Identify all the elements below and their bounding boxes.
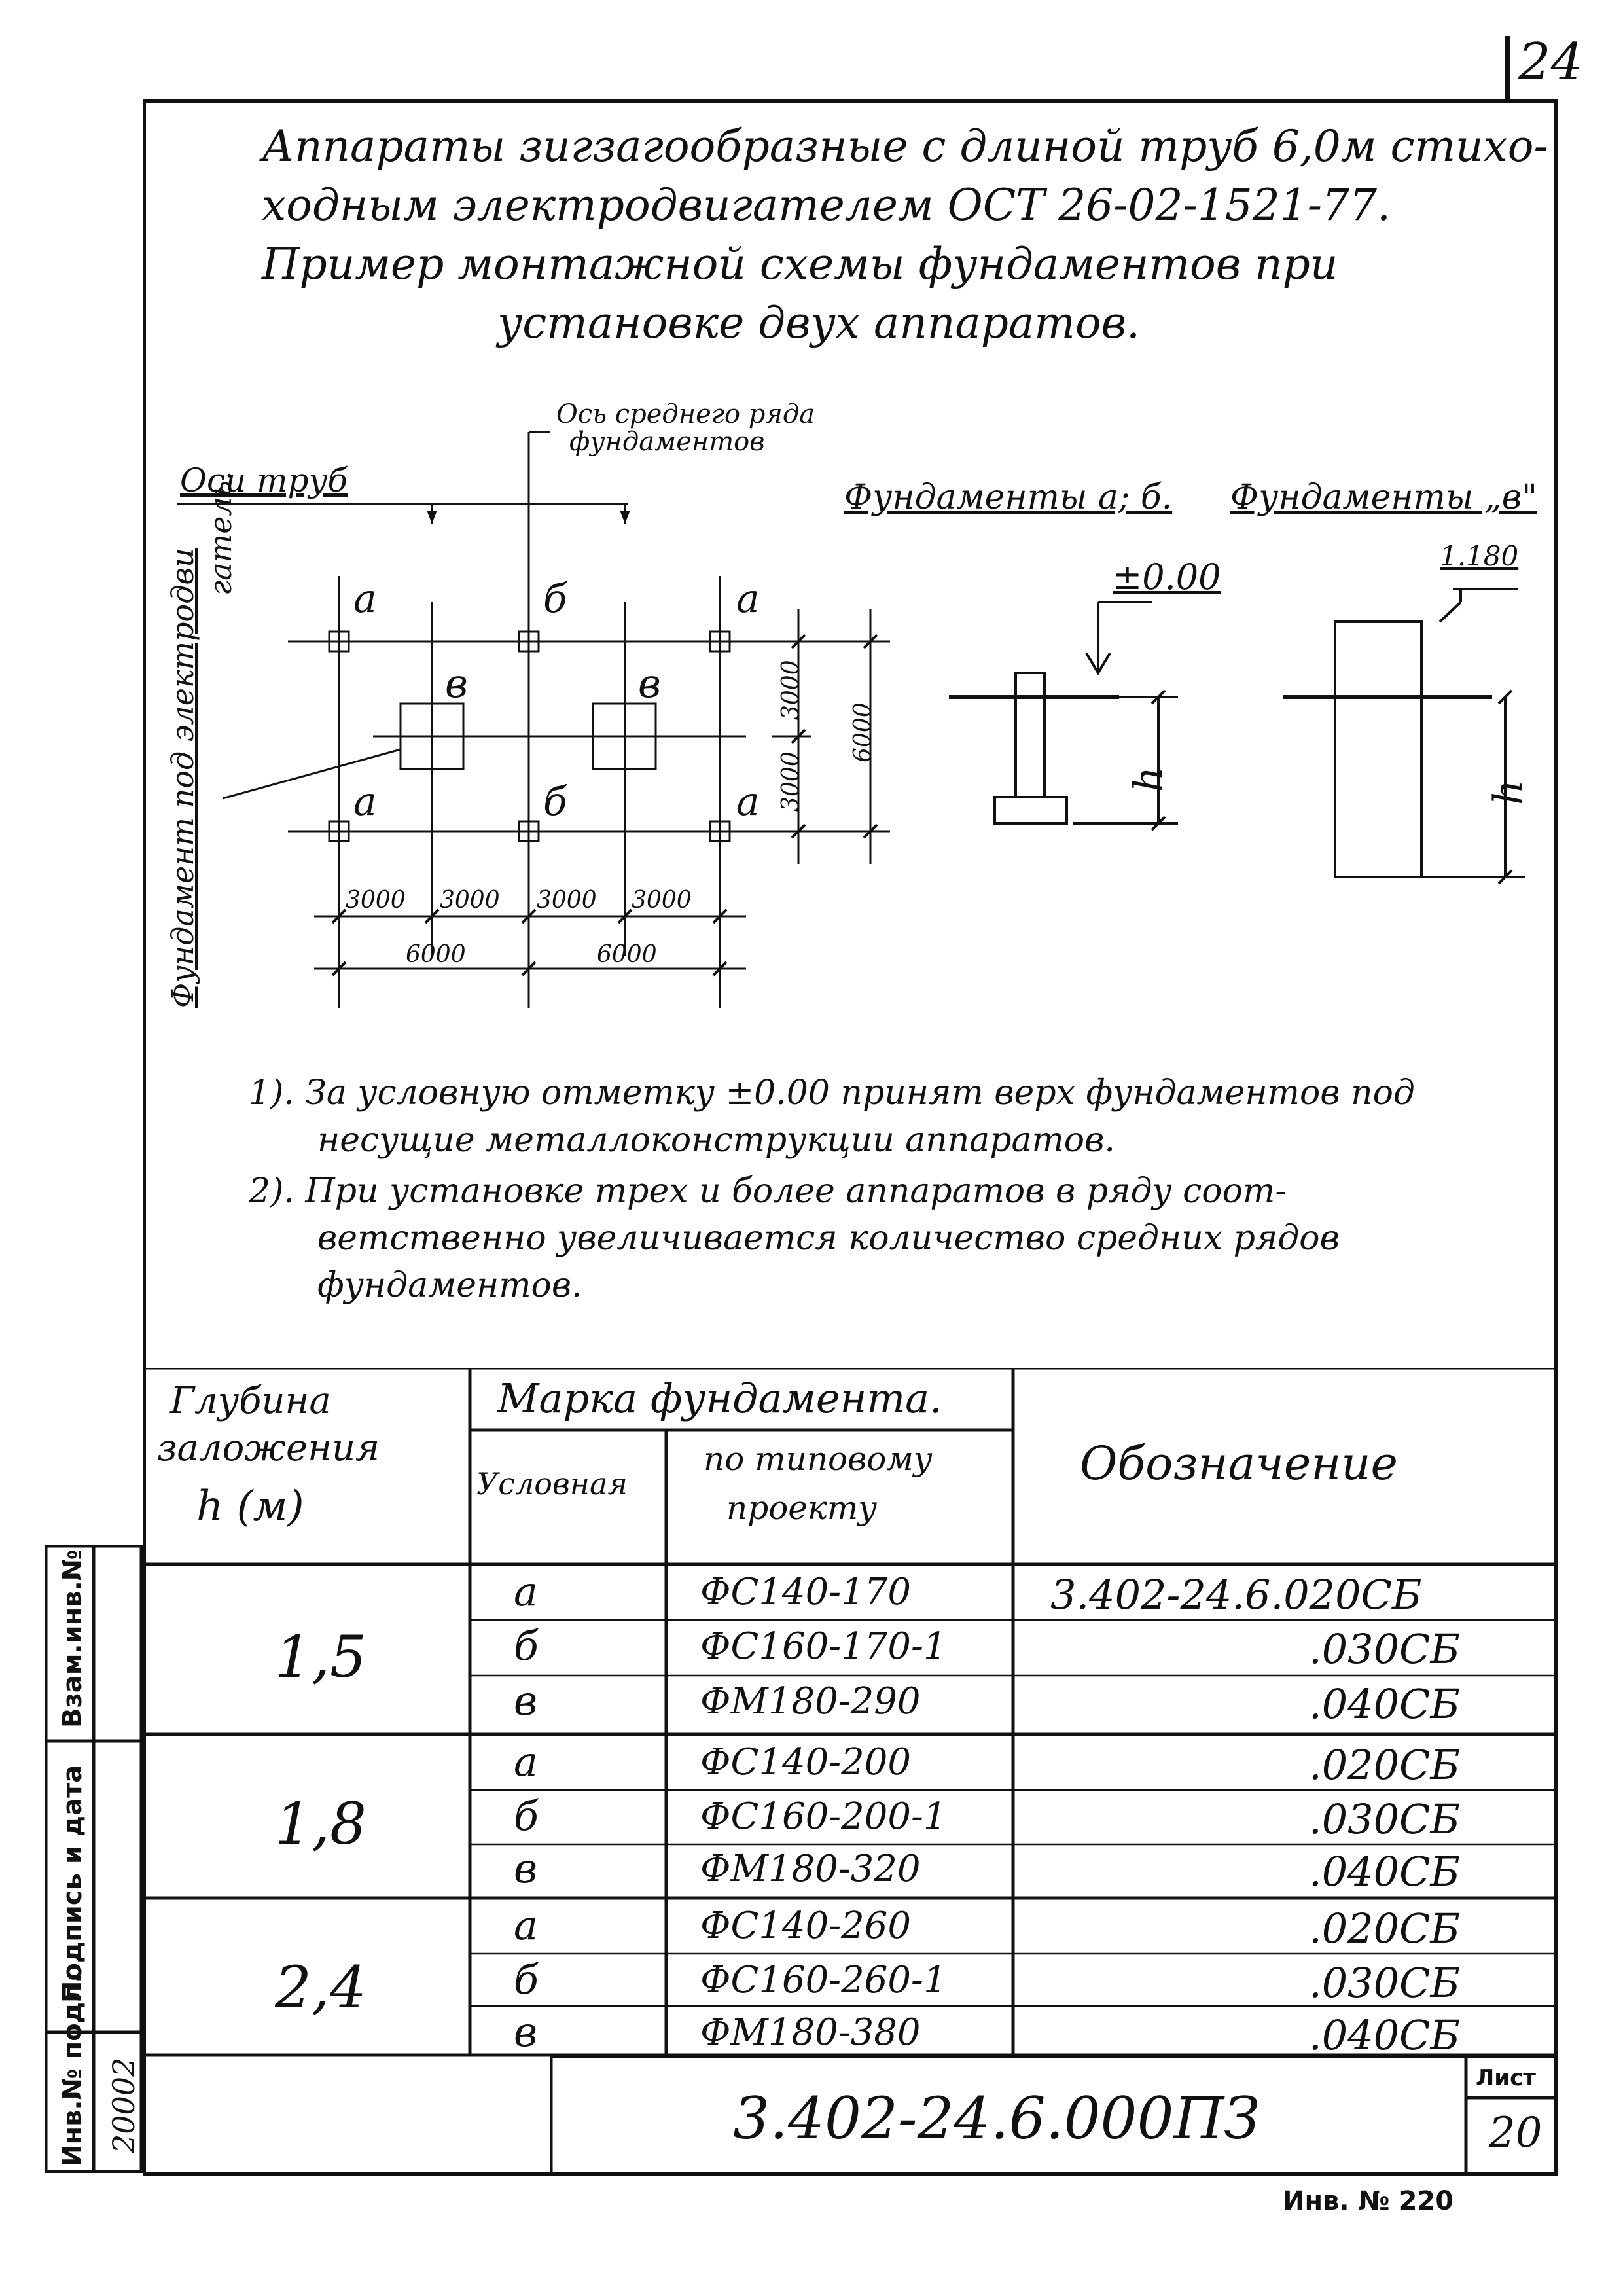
plan-mark-a-bottom-right: а: [736, 779, 760, 825]
designation-1v: .040СБ: [1309, 1680, 1461, 1728]
dim-right-2: 3000: [777, 751, 804, 812]
dim-bottom-2: 3000: [440, 887, 500, 914]
mark-2b: б: [514, 1792, 539, 1840]
mark-2v: в: [514, 1844, 538, 1892]
foundation-plan: [177, 431, 890, 1008]
sheet-label: Лист: [1476, 2065, 1536, 2091]
note-2-line-2: ветственно увеличивается количество сред…: [317, 1219, 1340, 1258]
drawing-frame: [143, 99, 1558, 2176]
typical-2b: ФС160-200-1: [700, 1795, 947, 1838]
dim-bottom-3: 3000: [537, 887, 597, 914]
plan-mark-v-right: в: [638, 661, 661, 707]
header-typical-1: по типовому: [704, 1440, 933, 1478]
motor-foundation-label-1: Фундамент под электродви: [165, 548, 200, 1008]
title-block-grid: [550, 2055, 1558, 2176]
header-typical-2: проекту: [726, 1489, 878, 1527]
typical-1b: ФС160-170-1: [700, 1625, 947, 1668]
header-designation: Обозначение: [1080, 1437, 1398, 1490]
dim-right-1: 3000: [777, 660, 804, 720]
dim-bottom-4: 3000: [632, 887, 692, 914]
typical-1a: ФС140-170: [700, 1571, 912, 1613]
middle-row-axis-label-2: фундаментов: [569, 427, 765, 457]
header-depth-3: h (м): [196, 1482, 304, 1531]
pipe-axes-label: Оси труб: [180, 461, 348, 499]
corner-sheet-number: 24: [1518, 33, 1584, 92]
designation-3a: .020СБ: [1309, 1905, 1461, 1952]
foundation-sections: [949, 588, 1525, 885]
dim-bottom-6: 6000: [597, 941, 657, 968]
section-ab-depth: h: [1126, 766, 1171, 792]
section-v-depth: h: [1486, 780, 1531, 805]
side-stamp-grid: [45, 1545, 143, 2173]
header-depth-1: Глубина: [170, 1380, 331, 1422]
mark-3b: б: [514, 1956, 539, 2003]
stamp-replacement-inv: Взам.инв.№: [58, 1549, 88, 1728]
designation-2b: .030СБ: [1309, 1795, 1461, 1843]
note-1-line-2: несущие металлоконструкции аппаратов.: [317, 1121, 1115, 1160]
sections-v-label: Фундаменты „в": [1230, 478, 1537, 517]
mark-1a: а: [514, 1568, 538, 1615]
header-mark: Марка фундамента.: [497, 1374, 942, 1422]
specification-table-grid: [143, 1368, 1558, 2057]
title-line-3: Пример монтажной схемы фундаментов при: [262, 239, 1338, 289]
header-depth-2: заложения: [157, 1427, 380, 1469]
designation-3b: .030СБ: [1309, 1959, 1461, 2007]
typical-3a: ФС140-260: [700, 1905, 912, 1947]
depth-value-3: 2,4: [275, 1954, 366, 2021]
title-line-1: Аппараты зигзагообразные с длиной труб 6…: [262, 121, 1548, 171]
designation-3v: .040СБ: [1309, 2011, 1461, 2059]
stamp-inv-number: 20002: [106, 2057, 141, 2153]
sheet-number: 20: [1489, 2109, 1543, 2157]
header-conditional: Условная: [476, 1466, 628, 1501]
title-line-2: ходным электродвигателем ОСТ 26-02-1521-…: [262, 180, 1391, 230]
typical-2a: ФС140-200: [700, 1741, 912, 1784]
depth-value-2: 1,8: [275, 1790, 366, 1857]
typical-3v: ФМ180-380: [700, 2011, 921, 2054]
motor-foundation-label: Фундамент под электродви гатель.: [164, 471, 240, 1008]
typical-1v: ФМ180-290: [700, 1680, 921, 1723]
plan-mark-a-top-left: а: [353, 576, 377, 622]
document-code: 3.402-24.6.000ПЗ: [733, 2085, 1260, 2152]
plan-mark-b-bottom: б: [543, 779, 567, 825]
footer-inv-number: Инв. № 220: [1283, 2186, 1454, 2216]
typical-3b: ФС160-260-1: [700, 1959, 947, 2001]
middle-row-axis-label-1: Ось среднего ряда: [556, 399, 815, 429]
plan-mark-v-left: в: [445, 661, 468, 707]
mark-3v: в: [514, 2008, 538, 2056]
designation-2v: .040СБ: [1309, 1848, 1461, 1895]
note-2-line-1: 2). При установке трех и более аппаратов…: [249, 1172, 1287, 1211]
dim-bottom-1: 3000: [346, 887, 406, 914]
plan-mark-a-top-right: а: [736, 576, 760, 622]
typical-2v: ФМ180-320: [700, 1848, 921, 1890]
section-level-v: 1.180: [1440, 540, 1519, 572]
mark-1v: в: [514, 1677, 538, 1725]
dim-right-3: 6000: [849, 702, 876, 762]
plan-mark-a-bottom-left: а: [353, 779, 377, 825]
note-2-line-3: фундаментов.: [317, 1266, 582, 1305]
note-1-line-1: 1). За условную отметку ±0.00 принят вер…: [249, 1073, 1415, 1113]
section-level-zero: ±0.00: [1113, 556, 1221, 598]
designation-2a: .020СБ: [1309, 1741, 1461, 1789]
dim-bottom-5: 6000: [406, 941, 466, 968]
corner-frame-mark: [1505, 36, 1510, 101]
sections-ab-label: Фундаменты а; б.: [844, 478, 1173, 517]
mark-1b: б: [514, 1622, 539, 1670]
motor-foundation-label-2: гатель.: [203, 471, 238, 596]
designation-1a: 3.402-24.6.020СБ: [1050, 1571, 1422, 1619]
mark-2a: а: [514, 1738, 538, 1785]
stamp-signature-date: Подпись и дата: [58, 1765, 88, 2003]
designation-1b: .030СБ: [1309, 1625, 1461, 1673]
mark-3a: а: [514, 1901, 538, 1949]
depth-value-1: 1,5: [275, 1623, 366, 1691]
plan-mark-b-top: б: [543, 576, 567, 622]
stamp-original-inv: Инв.№ подл.: [58, 1973, 88, 2166]
title-line-4: установке двух аппаратов.: [497, 298, 1141, 348]
